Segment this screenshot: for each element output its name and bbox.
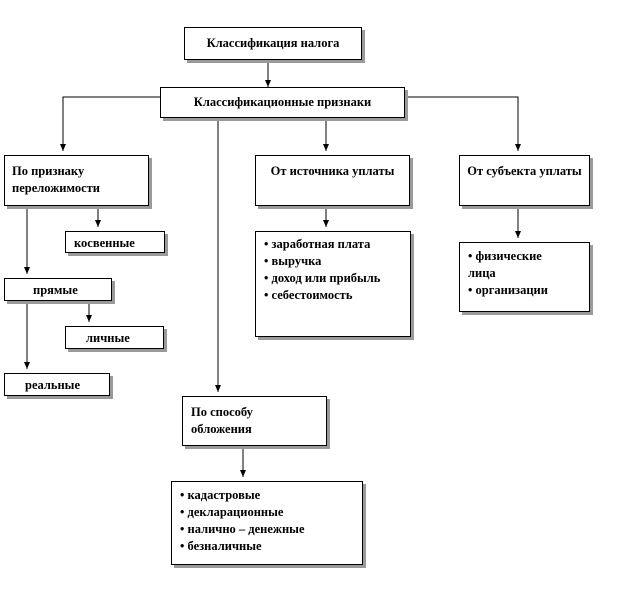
shifting-label: По признаку переложимости: [12, 164, 100, 195]
source-list: заработная плата выручка доход или прибы…: [264, 236, 410, 304]
source-box: От источника уплаты: [255, 155, 410, 206]
real-label: реальные: [25, 378, 80, 392]
arrow-criteria-to-subject: [405, 96, 521, 151]
shifting-box: По признаку переложимости: [4, 155, 149, 206]
method-box: По способу обложения: [182, 396, 327, 446]
personal-box: личные: [65, 326, 164, 349]
root-box: Классификация налога: [184, 27, 362, 60]
source-list-box: заработная плата выручка доход или прибы…: [255, 231, 411, 337]
criteria-label: Классификационные признаки: [193, 95, 372, 109]
list-item: доход или прибыль: [264, 270, 384, 287]
direct-label: прямые: [33, 283, 78, 297]
criteria-box: Классификационные признаки: [160, 87, 405, 118]
list-item: кадастровые: [180, 487, 362, 504]
source-label: От источника уплаты: [270, 164, 395, 178]
real-box: реальные: [4, 373, 110, 396]
method-list: кадастровые декларационные налично – ден…: [180, 487, 362, 555]
list-item: организации: [468, 282, 589, 299]
list-item: выручка: [264, 253, 410, 270]
subject-list: физические лица организации: [468, 248, 589, 299]
indirect-box: косвенные: [65, 231, 165, 253]
subject-box: От субъекта уплаты: [459, 155, 590, 206]
indirect-label: косвенные: [74, 236, 135, 250]
subject-label: От субъекта уплаты: [467, 164, 582, 178]
list-item: заработная плата: [264, 236, 410, 253]
arrow-criteria-to-shifting: [60, 96, 160, 151]
list-item: декларационные: [180, 504, 362, 521]
list-item: себестоимость: [264, 287, 410, 304]
method-label: По способу обложения: [191, 405, 253, 436]
list-item: физические лица: [468, 248, 563, 282]
root-label: Классификация налога: [206, 36, 340, 50]
method-list-box: кадастровые декларационные налично – ден…: [171, 481, 363, 565]
list-item: безналичные: [180, 538, 362, 555]
direct-box: прямые: [4, 278, 112, 301]
subject-list-box: физические лица организации: [459, 242, 590, 312]
personal-label: личные: [86, 331, 130, 345]
list-item: налично – денежные: [180, 521, 362, 538]
